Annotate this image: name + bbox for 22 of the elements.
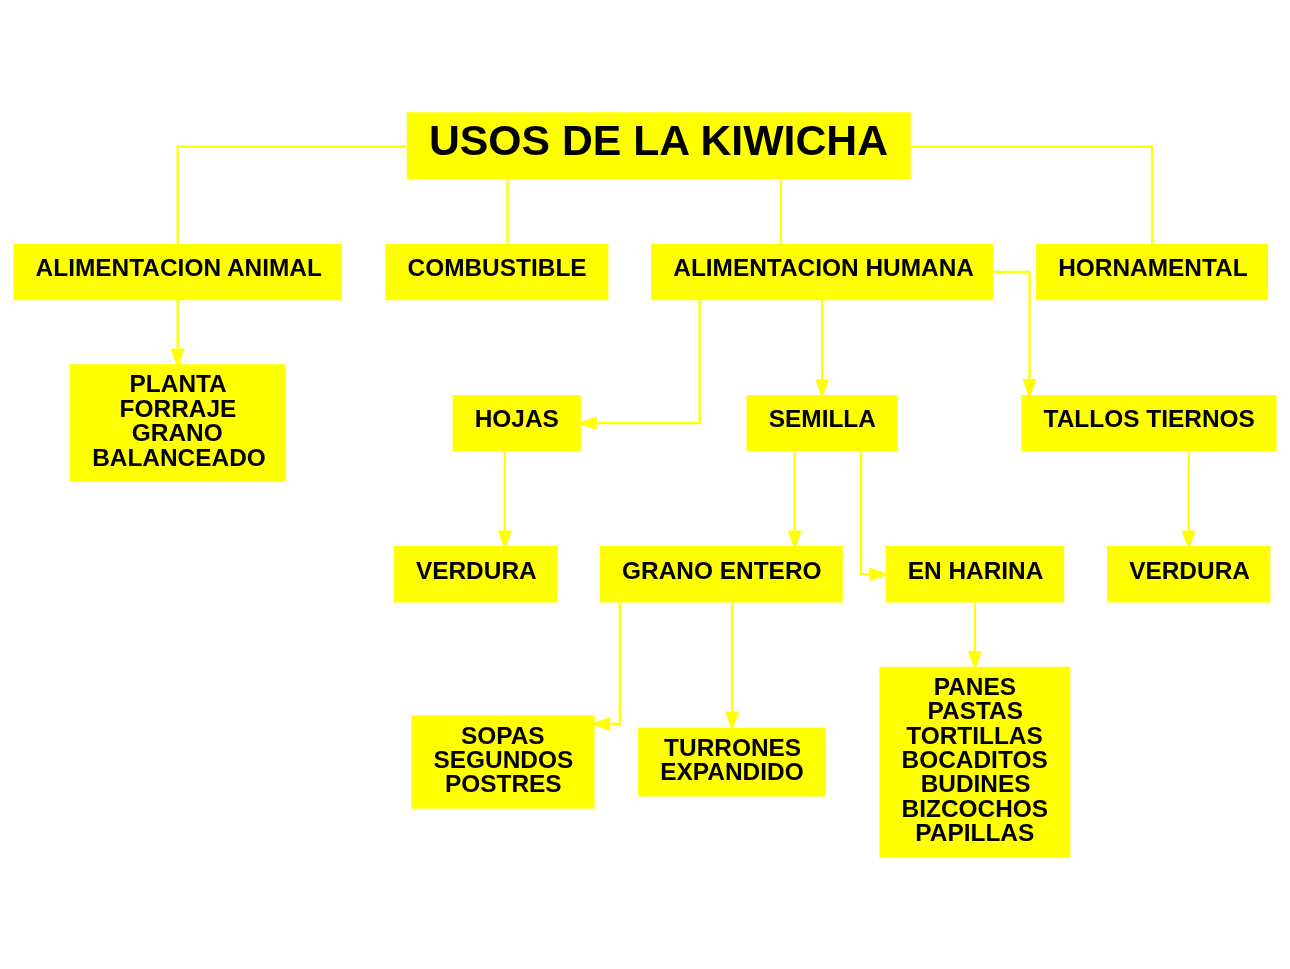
node-box: HORNAMENTAL <box>1036 243 1269 300</box>
node-box: COMBUSTIBLE <box>385 243 609 300</box>
arrow <box>170 299 185 368</box>
node-box: PLANTA FORRAJE GRANO BALANCEADO <box>70 363 286 482</box>
node-box: EN HARINA <box>885 545 1065 603</box>
arrow <box>725 601 739 731</box>
node-box: VERDURA <box>1107 545 1271 603</box>
connector <box>176 145 407 244</box>
node-box: PANES PASTAS TORTILLAS BOCADITOS BUDINES BIZCOCHOS PAPILLAS <box>879 666 1071 858</box>
node-box: TURRONES EXPANDIDO <box>638 727 826 797</box>
node-box: ALIMENTACION HUMANA <box>651 243 994 300</box>
node-box: USOS DE LA KIWICHA <box>406 111 911 180</box>
node-box: TALLOS TIERNOS <box>1021 394 1277 451</box>
node-box: SOPAS SEGUNDOS POSTRES <box>411 715 595 809</box>
node-box: SEMILLA <box>746 394 898 451</box>
connector <box>910 145 1154 244</box>
node-box: HOJAS <box>452 394 581 451</box>
connector <box>779 178 783 244</box>
node-box: ALIMENTACION ANIMAL <box>13 243 342 300</box>
node-box: GRANO ENTERO <box>599 545 843 603</box>
connector <box>506 178 509 244</box>
node-box: VERDURA <box>393 545 558 603</box>
